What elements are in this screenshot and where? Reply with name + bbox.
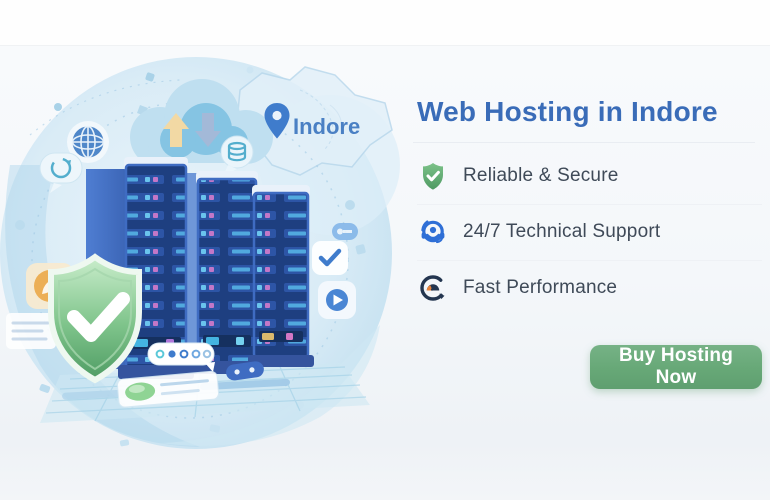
feature-label: Reliable & Secure <box>463 165 619 186</box>
database-bubble-icon <box>220 135 254 176</box>
location-pin-icon <box>264 103 290 139</box>
server-rack-3 <box>248 185 314 367</box>
key-bubble-icon <box>332 223 358 240</box>
status-dots-pill <box>147 342 215 372</box>
globe-icon <box>67 121 109 163</box>
cloud-upload-download-icon <box>130 79 273 176</box>
feature-item-support: 24/7 Technical Support <box>417 205 762 261</box>
speedometer-icon <box>417 272 449 304</box>
buy-hosting-button-label: Buy Hosting Now <box>618 345 734 388</box>
hosting-illustration: Indore <box>0 57 400 449</box>
security-shield-check <box>48 253 142 384</box>
feature-item-performance: Fast Performance <box>417 261 762 316</box>
usb-gadget-icon <box>226 361 264 381</box>
title-divider <box>413 142 755 143</box>
play-badge-icon <box>318 281 356 319</box>
feature-list: Reliable & Secure <box>417 149 762 316</box>
license-card <box>116 370 220 408</box>
page-title: Web Hosting in Indore <box>417 96 718 127</box>
shield-check-icon <box>417 160 449 192</box>
headset-icon <box>417 216 449 248</box>
text-card <box>6 313 56 349</box>
server-racks <box>40 157 370 423</box>
content-panel: Web Hosting in Indore Reliable & Secure <box>413 96 762 316</box>
feature-label: 24/7 Technical Support <box>463 221 661 242</box>
check-badge-icon <box>312 241 348 275</box>
feature-item-reliable: Reliable & Secure <box>417 149 762 205</box>
top-margin-strip <box>0 0 770 46</box>
feature-label: Fast Performance <box>463 277 618 298</box>
location-label: Indore <box>293 114 360 139</box>
sync-bubble-icon <box>39 152 83 193</box>
buy-hosting-button[interactable]: Buy Hosting Now <box>590 345 762 389</box>
